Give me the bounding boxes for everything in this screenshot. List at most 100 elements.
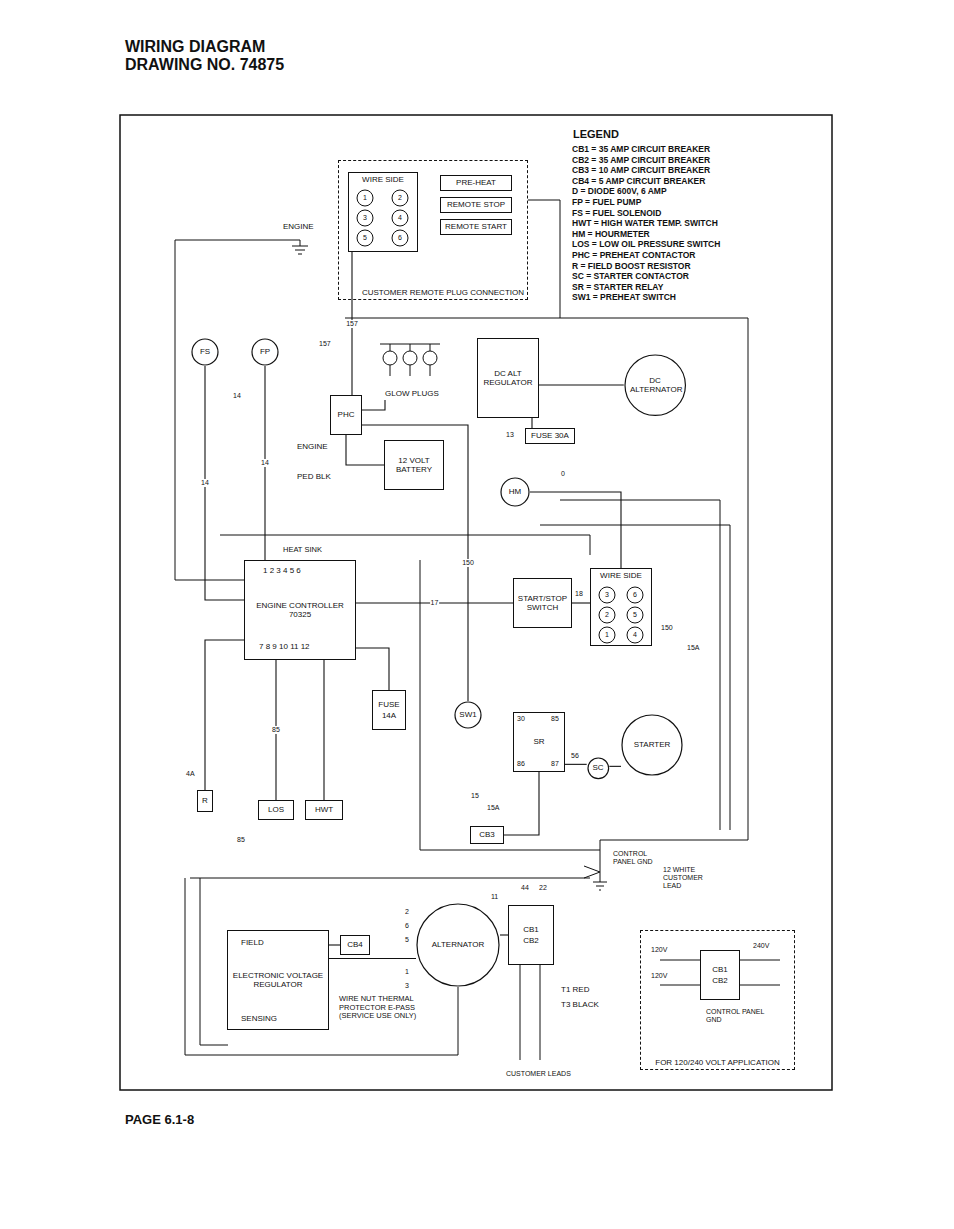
annotation: 2 bbox=[604, 611, 610, 619]
legend-entry: FP = FUEL PUMP bbox=[572, 197, 641, 208]
plug-pin bbox=[392, 230, 408, 246]
component-circle bbox=[192, 339, 218, 365]
text-holder: START/STOP SWITCH bbox=[514, 579, 571, 627]
text-holder: CB1CB2 bbox=[509, 906, 553, 964]
battery: 12 VOLT BATTERY bbox=[384, 440, 444, 490]
wire-line bbox=[175, 200, 780, 1060]
annotation: 120V bbox=[650, 972, 668, 980]
component-label: ALTERNATOR bbox=[431, 940, 485, 949]
component-label: CB1 bbox=[522, 925, 540, 934]
wire-line bbox=[220, 535, 590, 555]
wire-line bbox=[175, 240, 245, 580]
glow-plug-coil bbox=[403, 351, 417, 365]
text-holder: LOS bbox=[259, 801, 293, 819]
text-holder: FUSE 30A bbox=[526, 429, 574, 443]
annotation: 4 bbox=[632, 631, 638, 639]
legend-entry: CB3 = 10 AMP CIRCUIT BREAKER bbox=[572, 165, 710, 176]
text-holder: HWT bbox=[306, 801, 342, 819]
wire-line bbox=[560, 500, 720, 830]
component-label: FS bbox=[199, 347, 211, 356]
annotation: 2 bbox=[397, 194, 403, 202]
wire-connector bbox=[323, 660, 324, 800]
plug-connector: WIRE SIDE bbox=[590, 568, 652, 646]
wire-line bbox=[528, 200, 560, 318]
legend-entry: R = FIELD BOOST RESISTOR bbox=[572, 261, 691, 272]
page-title: WIRING DIAGRAM DRAWING NO. 74875 bbox=[124, 38, 336, 75]
legend-row: FP = FUEL PUMP bbox=[572, 197, 720, 208]
wire-line bbox=[175, 240, 308, 254]
preheat-switch: SW1 bbox=[454, 701, 482, 729]
text-holder: DC ALTERNATOR bbox=[624, 354, 686, 416]
wire-line bbox=[190, 878, 590, 879]
annotation: 15A bbox=[686, 644, 700, 652]
starter-contactor: SC bbox=[587, 757, 610, 780]
wire-line bbox=[520, 965, 540, 1060]
annotation: 5 bbox=[404, 936, 410, 944]
component-label: PRE-HEAT bbox=[455, 178, 497, 187]
component-label: DC ALTERNATOR bbox=[629, 376, 681, 394]
wire-connector bbox=[356, 602, 513, 603]
text-holder: CB1CB2 bbox=[701, 951, 739, 999]
wire-connector bbox=[362, 425, 468, 701]
plug-pin bbox=[627, 627, 643, 643]
text-holder: R bbox=[198, 791, 212, 811]
text-holder: FS bbox=[191, 338, 219, 366]
wire-connector bbox=[329, 958, 416, 959]
text-holder: GLOW PLUGS bbox=[372, 340, 452, 400]
component-circle bbox=[501, 478, 529, 506]
glow-plug-coil bbox=[423, 351, 437, 365]
wire-connector bbox=[500, 934, 508, 935]
legend-entry: SW1 = PREHEAT SWITCH bbox=[572, 292, 676, 303]
annotation: 120V bbox=[650, 946, 668, 954]
glow-plug-coil bbox=[380, 344, 440, 376]
text-holder: WIRE SIDE bbox=[591, 569, 651, 645]
plug-pin bbox=[357, 190, 643, 643]
engine-controller: ENGINE CONTROLLER 70325 bbox=[244, 560, 356, 660]
legend-entry: FS = FUEL SOLENOID bbox=[572, 208, 661, 219]
plug-pin bbox=[599, 627, 615, 643]
wire-number: 14 bbox=[260, 459, 270, 467]
component-label: CUSTOMER REMOTE PLUG CONNECTION bbox=[361, 288, 525, 297]
component-label: HM bbox=[508, 487, 522, 496]
component-label: R bbox=[201, 796, 209, 805]
plug-pin bbox=[392, 190, 408, 206]
component-label: 12 VOLT BATTERY bbox=[387, 456, 441, 474]
component-label: SW1 bbox=[458, 710, 477, 719]
text-holder: FUSE14A bbox=[373, 691, 405, 729]
page-heading: LEGEND bbox=[572, 128, 620, 141]
switch-contact: REMOTE STOP bbox=[440, 197, 512, 213]
fuel-pump: FP bbox=[251, 338, 279, 366]
annotation: 3 bbox=[604, 591, 610, 599]
component-label: CB2 bbox=[711, 976, 729, 985]
voltage-regulator: ELECTRONIC VOLTAGE REGULATOR bbox=[227, 930, 329, 1030]
circuit-breaker: CB1CB2 bbox=[700, 950, 740, 1000]
text-holder: SC bbox=[587, 757, 610, 780]
text-holder: 12 VOLT BATTERY bbox=[385, 441, 443, 489]
annotation: 157 bbox=[318, 340, 332, 348]
legend-row: D = DIODE 600V, 6 AMP bbox=[572, 186, 720, 197]
alternator: ALTERNATOR bbox=[416, 903, 500, 987]
component-label: ELECTRONIC VOLTAGE REGULATOR bbox=[230, 971, 326, 989]
wire-connector bbox=[530, 492, 621, 568]
component-label: START/STOP SWITCH bbox=[516, 594, 569, 612]
annotation: 14 bbox=[232, 392, 242, 400]
legend-row: HM = HOURMETER bbox=[572, 229, 720, 240]
text-holder: CB3 bbox=[471, 827, 503, 843]
text-holder: SR bbox=[514, 713, 564, 771]
wire-connector bbox=[205, 366, 244, 600]
legend-row: CB2 = 35 AMP CIRCUIT BREAKER bbox=[572, 155, 720, 166]
wire-connector bbox=[275, 660, 276, 800]
annotation: 56 bbox=[570, 752, 580, 760]
component-circle bbox=[417, 904, 499, 986]
glow-plug-coil bbox=[383, 351, 397, 365]
component-label: REMOTE STOP bbox=[446, 200, 506, 209]
starter-relay: SR bbox=[513, 712, 565, 772]
annotation: 1 bbox=[404, 968, 410, 976]
component-label: SC bbox=[591, 763, 604, 772]
temp-switch: HWT bbox=[305, 800, 343, 820]
legend-row: PHC = PREHEAT CONTACTOR bbox=[572, 250, 720, 261]
legend-row: SW1 = PREHEAT SWITCH bbox=[572, 292, 720, 303]
legend-row: CB4 = 5 AMP CIRCUIT BREAKER bbox=[572, 176, 720, 187]
wire-connector bbox=[351, 252, 352, 395]
